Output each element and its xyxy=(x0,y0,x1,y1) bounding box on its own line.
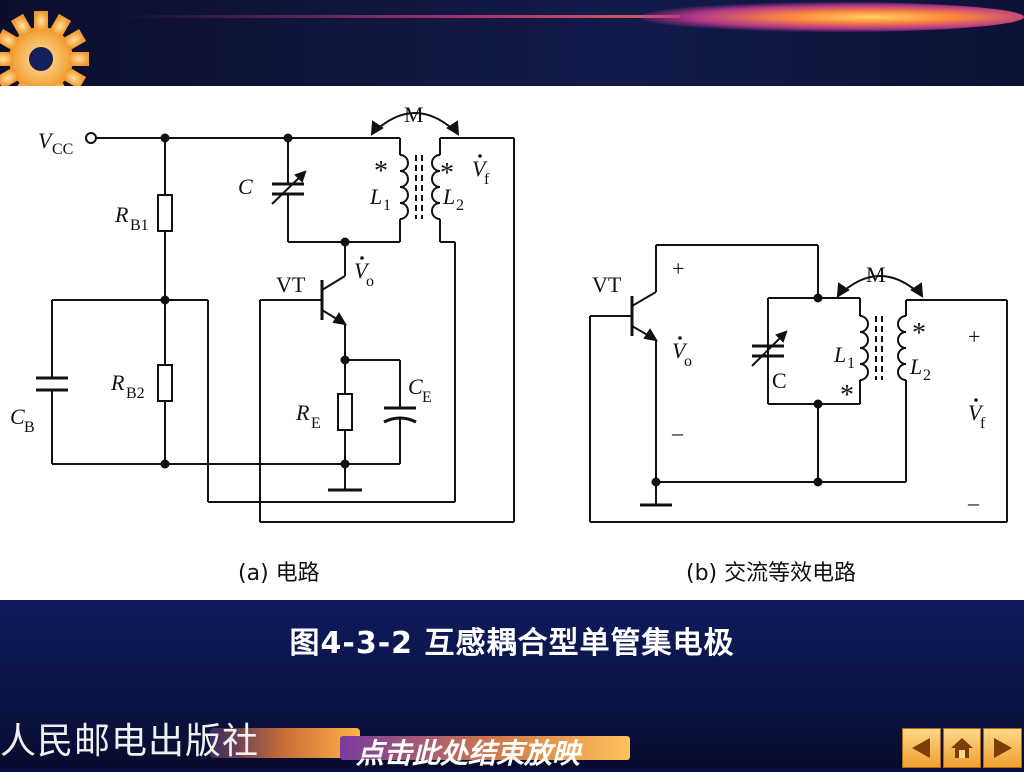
vf-label: V xyxy=(472,156,488,181)
vt-label: VT xyxy=(276,272,306,297)
ce-label: C xyxy=(408,374,423,399)
vo-minus: – xyxy=(671,420,684,445)
end-show-bar xyxy=(340,736,630,760)
home-button[interactable] xyxy=(942,728,982,768)
next-arrow-icon xyxy=(993,738,1012,758)
vf-b-label: V xyxy=(968,400,984,425)
figure-title: 图4-3-2 互感耦合型单管集电极 xyxy=(289,626,735,661)
l2-b-label: L xyxy=(909,354,922,379)
rb2-label: R xyxy=(110,370,125,395)
title-bar xyxy=(0,0,1024,107)
l2-b-star: * xyxy=(912,318,926,349)
decorative-streak xyxy=(640,2,1024,32)
publisher-label: 人民邮电出版社 xyxy=(0,721,260,762)
l1-b-star: * xyxy=(840,380,854,411)
c-b-label: C xyxy=(772,368,787,393)
vf-plus: + xyxy=(968,324,980,349)
rb2-resistor xyxy=(157,364,173,402)
vo-label: V xyxy=(354,258,370,283)
vo-plus: + xyxy=(672,256,684,281)
l1-coil xyxy=(399,154,409,220)
caption-b: (b) 交流等效电路 xyxy=(686,561,856,586)
l2-label: L xyxy=(442,184,455,209)
vo-b-label-sub: o xyxy=(684,353,692,370)
next-button[interactable] xyxy=(983,728,1023,768)
l1-b-label-sub: 1 xyxy=(847,355,855,372)
end-show-button[interactable]: 点击此处结束放映 xyxy=(356,737,581,770)
nav-buttons xyxy=(902,728,1024,768)
m-b-label: M xyxy=(866,262,886,287)
vf-minus: – xyxy=(967,490,980,515)
vcc-label-sub: CC xyxy=(52,141,73,158)
m-label: M xyxy=(404,102,424,127)
decorative-streak-line xyxy=(120,15,680,18)
vcc-terminal xyxy=(85,132,97,144)
vo-b-label: V xyxy=(672,338,688,363)
l1-dot-star: * xyxy=(374,156,388,187)
re-label: R xyxy=(295,400,310,425)
prev-button[interactable] xyxy=(902,728,941,768)
circuit-b: VT + – V o C L 1 L 2 M * * + – V f (b) 交… xyxy=(589,244,1008,586)
prev-arrow-icon xyxy=(912,738,931,758)
gear-icon xyxy=(0,11,89,107)
l2-b-label-sub: 2 xyxy=(923,367,931,384)
home-icon xyxy=(951,738,973,758)
cb-label-sub: B xyxy=(24,419,35,436)
rb1-resistor xyxy=(157,194,173,232)
l1-label-sub: 1 xyxy=(383,197,391,214)
l2-dot-star: * xyxy=(440,158,454,189)
vcc-label: V xyxy=(38,128,54,153)
ce-label-sub: E xyxy=(422,389,432,406)
vf-b-label-sub: f xyxy=(980,415,986,432)
vf-label-sub: f xyxy=(484,171,490,188)
l2-coil xyxy=(431,154,441,220)
re-label-sub: E xyxy=(311,415,321,432)
c-label: C xyxy=(238,174,253,199)
re-resistor xyxy=(337,393,353,431)
vo-label-sub: o xyxy=(366,273,374,290)
rb1-label: R xyxy=(114,202,129,227)
vt-b-label: VT xyxy=(592,272,622,297)
circuit-figure: V CC R B1 R B2 C B C * * L 1 L 2 M V f V… xyxy=(0,86,1024,600)
circuit-a: V CC R B1 R B2 C B C * * L 1 L 2 M V f V… xyxy=(10,102,515,586)
l2-label-sub: 2 xyxy=(456,197,464,214)
mutual-arrow xyxy=(371,112,459,135)
rb1-label-sub: B1 xyxy=(130,217,149,234)
cb-label: C xyxy=(10,404,25,429)
l1-b-label: L xyxy=(833,342,846,367)
l1-label: L xyxy=(369,184,382,209)
caption-a: (a) 电路 xyxy=(238,561,320,586)
publisher-bar xyxy=(210,728,360,758)
rb2-label-sub: B2 xyxy=(126,385,145,402)
